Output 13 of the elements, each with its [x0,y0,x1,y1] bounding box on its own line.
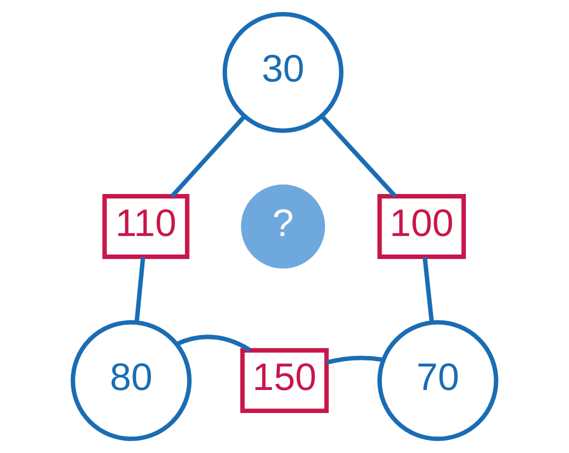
connector [422,256,434,323]
connector [326,356,384,365]
connector [320,114,397,198]
node-circle: 70 [377,320,498,442]
node-circle: 30 [222,12,344,133]
connector [170,114,246,198]
node-box: 100 [377,194,466,259]
connector [176,334,252,352]
node-box: 150 [240,348,329,414]
connector [134,256,146,323]
node-circle: 80 [70,320,192,442]
node-circle: ? [240,183,327,270]
node-box: 110 [102,194,190,259]
